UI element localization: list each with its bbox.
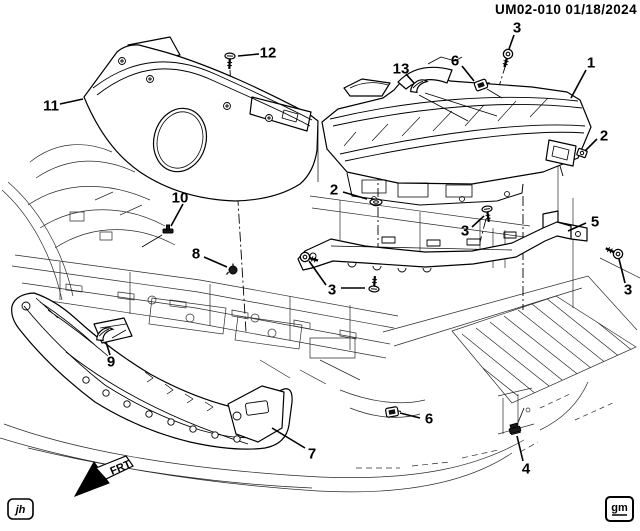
frt-direction-arrow: FRT [73,455,134,497]
nut-2-mid [369,198,383,207]
callout-6-leader [399,412,421,419]
screw-3-lower [367,274,381,294]
part-5-support-bracket [297,210,588,273]
bolt-3-right [602,242,626,262]
author-mark: jh [7,498,34,520]
callout-number-11-15: 11 [43,98,59,115]
callout-5-leader [567,222,587,232]
callout-number-6-9: 6 [451,53,459,70]
callout-3-leader [508,34,515,50]
gm-logo: gm [605,496,634,522]
clip-attachment-lines [111,88,525,426]
callout-number-2-1: 2 [600,128,608,145]
callout-10-leader [170,203,184,227]
part-7-lower-fascia [11,292,293,450]
callout-6-leader [461,65,475,82]
callout-12-leader [237,53,260,57]
callout-number-1-0: 1 [587,55,595,72]
callout-number-8-12: 8 [192,246,200,263]
doc-code-header: UM02-010 01/18/2024 [495,2,637,17]
callout-9-leader [105,341,111,356]
callout-3-leader [471,215,485,228]
screw-12 [223,51,237,71]
callout-2-leader [342,191,368,200]
clip-6-bottom [384,405,403,419]
callout-number-6-10: 6 [425,411,433,428]
bolt-8 [225,262,238,276]
callout-number-9-13: 9 [107,354,115,371]
author-mark-text: jh [14,504,26,516]
callout-3-leader [308,260,327,286]
bolt-3-top [498,47,515,70]
callout-number-3-6: 3 [624,282,632,299]
callout-number-12-16: 12 [260,45,277,62]
part-1-headlamp-assembly [317,56,592,206]
callout-number-3-5: 3 [328,282,336,299]
callout-number-7-11: 7 [308,446,316,463]
gm-logo-text: gm [611,502,628,514]
callout-number-4-7: 4 [522,461,531,478]
part-11-trim-panel [83,36,319,202]
vehicle-structure-sketch [0,144,640,493]
callout-2-leader [584,138,598,152]
callout-number-13-17: 13 [393,61,410,78]
callout-number-10-14: 10 [172,190,189,207]
clip-4 [507,422,522,436]
callout-1-leader [570,69,587,99]
callout-number-2-2: 2 [330,182,338,199]
callout-11-leader [59,98,84,105]
callout-4-leader [516,435,524,462]
callout-8-leader [203,256,228,268]
callout-number-3-4: 3 [461,223,469,240]
callout-7-leader [271,427,306,449]
callout-3-leader [618,258,626,284]
callout-13-leader [405,73,415,84]
callout-number-3-3: 3 [513,20,521,37]
callout-number-5-8: 5 [591,214,599,231]
